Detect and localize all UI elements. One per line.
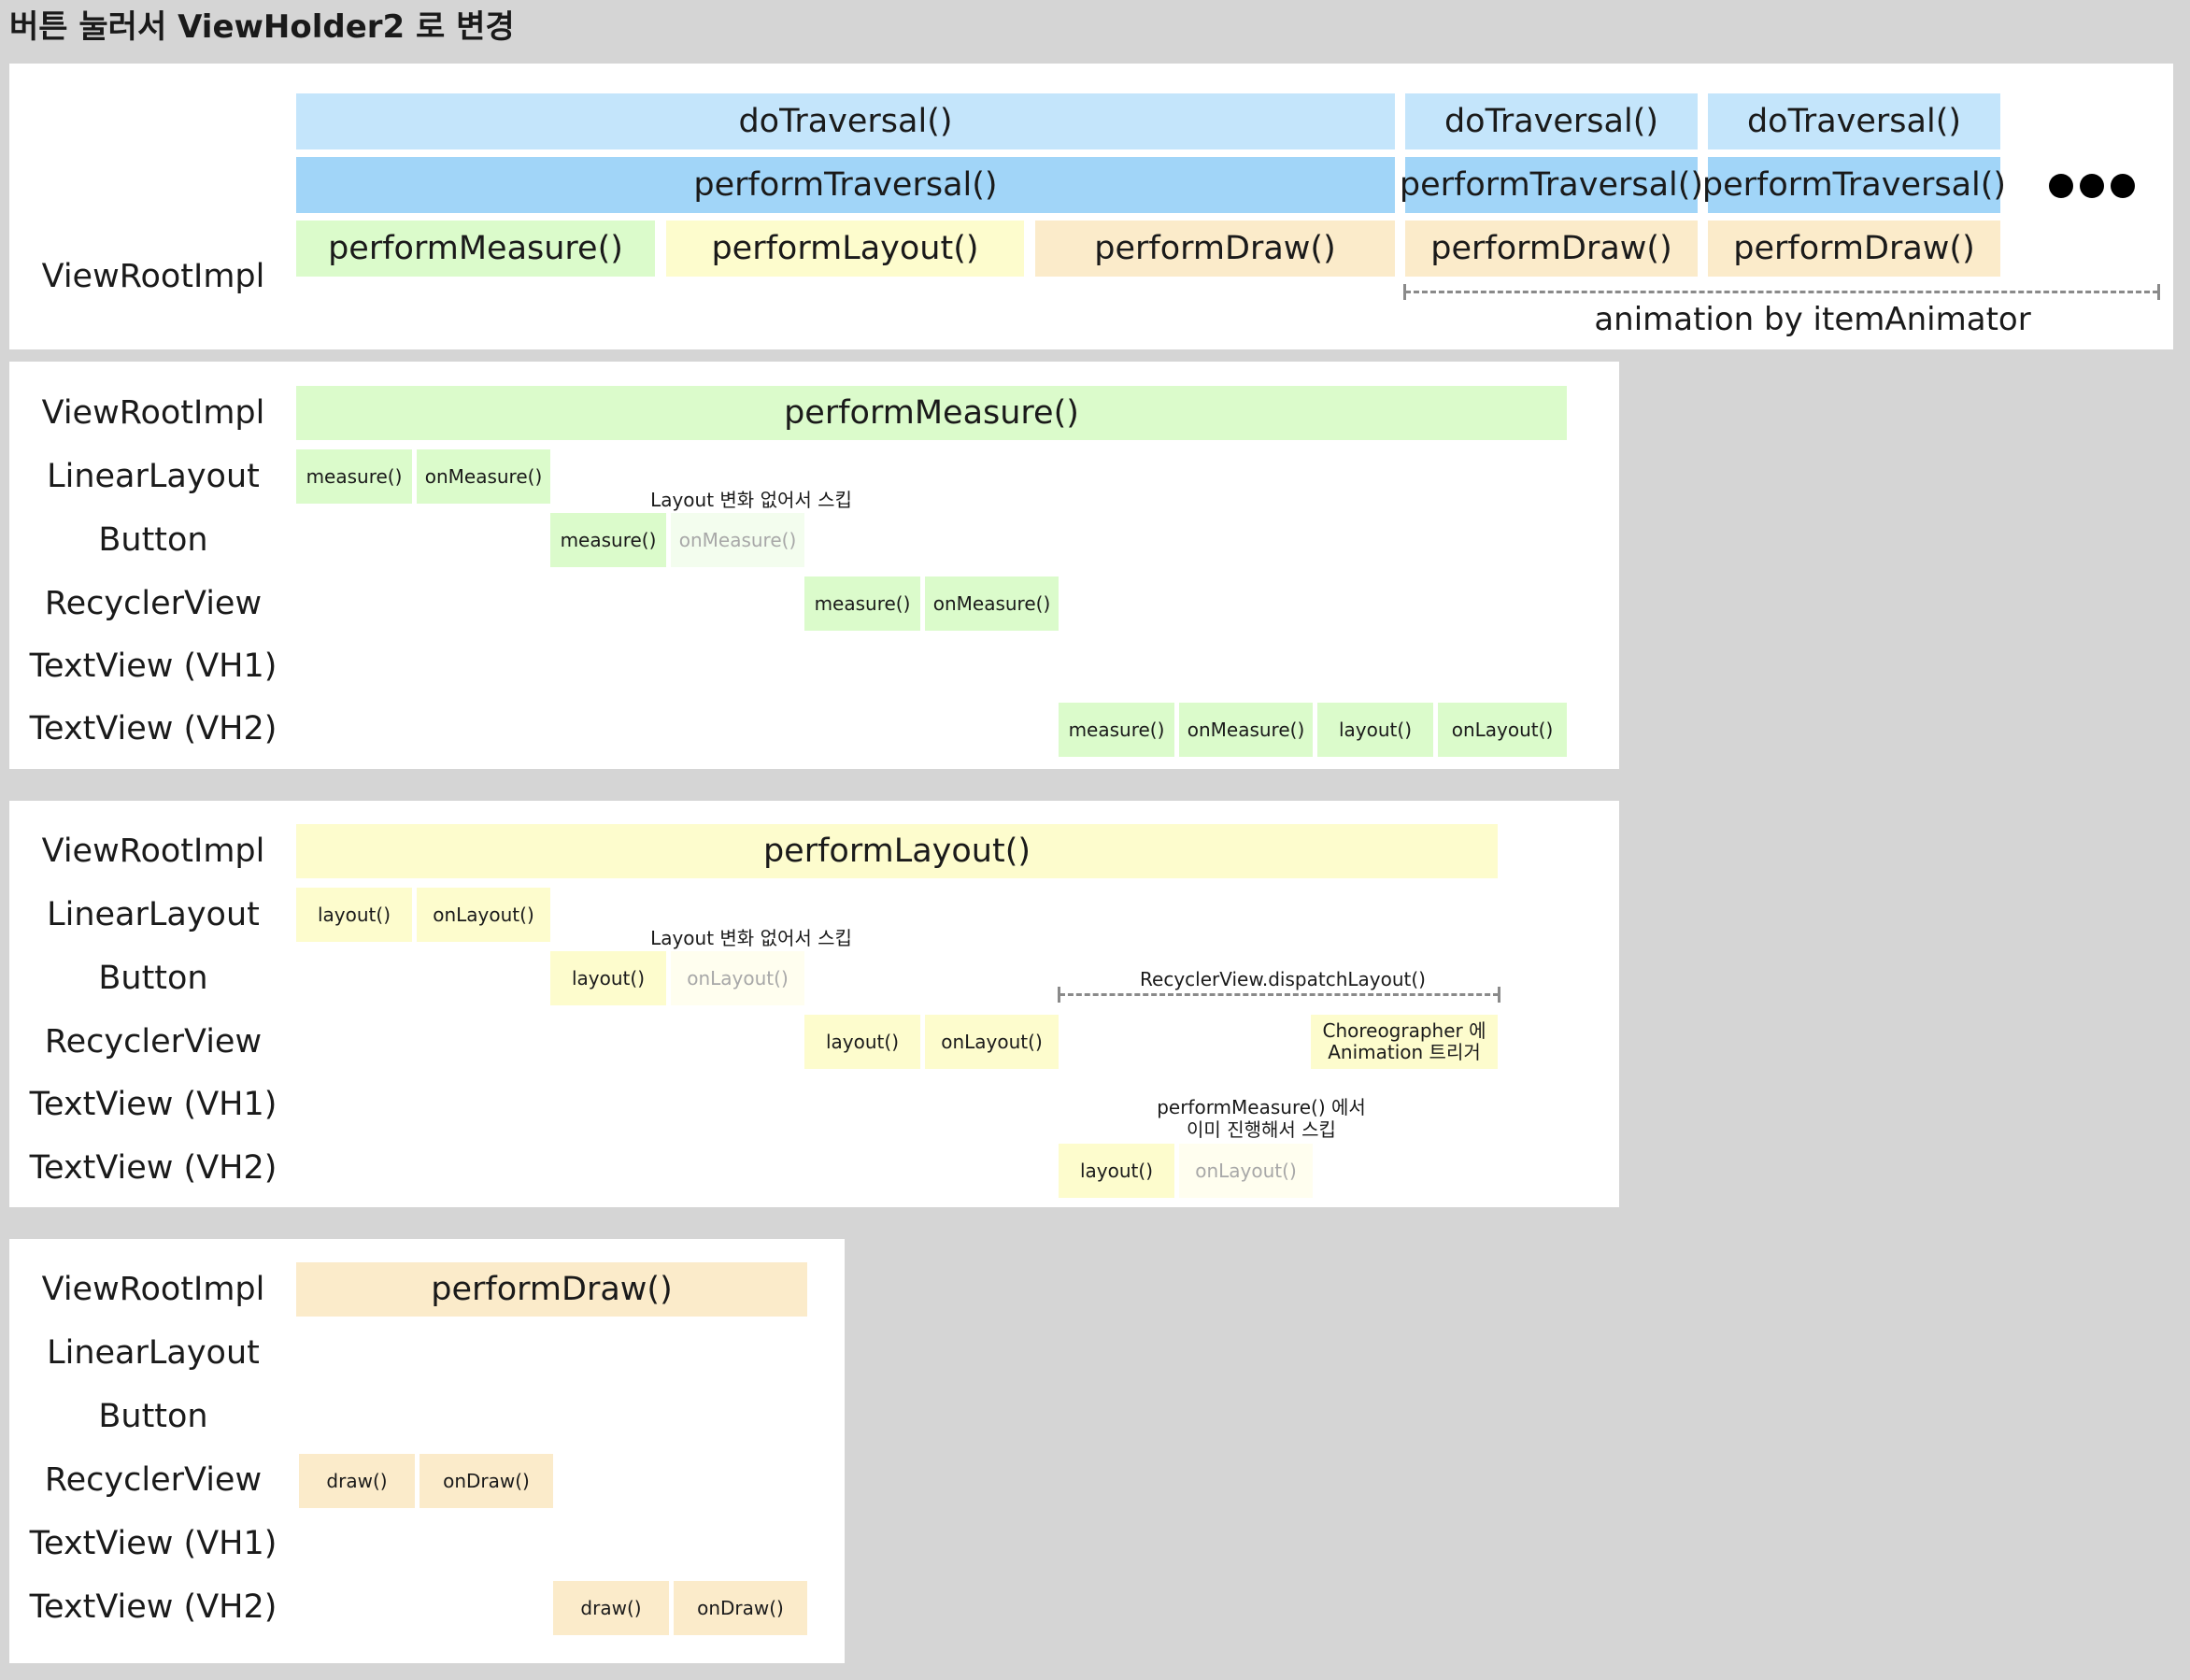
perform-traversal-box: performTraversal() (1400, 157, 1703, 213)
measure-panel: ViewRootImpl LinearLayout Button Recycle… (9, 362, 1619, 769)
perform-draw-box: performDraw() (1708, 221, 2000, 277)
measure-call-box: measure() (804, 577, 920, 631)
vh2-skip-note: performMeasure() 에서 이미 진행해서 스킵 (1084, 1096, 1439, 1141)
measure-call-box: measure() (550, 513, 666, 567)
perform-measure-box: performMeasure() (296, 221, 655, 277)
layout-call-box: layout() (296, 888, 412, 942)
measure-call-box: measure() (1059, 703, 1174, 757)
measure-call-box: measure() (296, 449, 412, 504)
row-label-viewrootimpl: ViewRootImpl (41, 1271, 265, 1308)
on-draw-call-box: onDraw() (420, 1454, 553, 1508)
animation-range-bracket (1403, 284, 2160, 300)
do-traversal-box: doTraversal() (1708, 93, 2000, 149)
on-layout-call-box: onLayout() (1438, 703, 1567, 757)
on-measure-call-box: onMeasure() (417, 449, 550, 504)
skip-note: Layout 변화 없어서 스킵 (650, 927, 852, 949)
perform-measure-header: performMeasure() (296, 386, 1567, 440)
draw-call-box: draw() (299, 1454, 415, 1508)
ellipsis-dots-icon (2049, 174, 2073, 198)
row-label-viewrootimpl: ViewRootImpl (41, 394, 265, 432)
row-label-textview-vh2: TextView (VH2) (29, 1149, 277, 1187)
do-traversal-box: doTraversal() (1405, 93, 1698, 149)
layout-call-box: layout() (1059, 1144, 1174, 1198)
row-label-button: Button (98, 960, 208, 997)
on-layout-call-box: onLayout() (925, 1015, 1059, 1069)
row-label-button: Button (98, 521, 208, 559)
choreographer-trigger-box: Choreographer 에 Animation 트리거 (1311, 1015, 1498, 1069)
on-layout-call-box: onLayout() (417, 888, 550, 942)
do-traversal-box: doTraversal() (296, 93, 1395, 149)
row-label-textview-vh2: TextView (VH2) (29, 710, 277, 747)
layout-call-box: layout() (550, 951, 666, 1005)
dispatch-layout-bracket (1058, 987, 1500, 1003)
draw-panel: ViewRootImpl LinearLayout Button Recycle… (9, 1239, 845, 1663)
row-label-recyclerview: RecyclerView (44, 585, 263, 622)
perform-traversal-box: performTraversal() (296, 157, 1395, 213)
row-label-recyclerview: RecyclerView (44, 1461, 263, 1499)
row-label-textview-vh1: TextView (VH1) (29, 648, 277, 685)
dispatch-layout-note: RecyclerView.dispatchLayout() (1140, 968, 1426, 990)
row-label-linearlayout: LinearLayout (47, 1334, 260, 1372)
row-label-textview-vh1: TextView (VH1) (29, 1086, 277, 1123)
on-layout-skipped-box: onLayout() (1179, 1144, 1313, 1198)
on-layout-skipped-box: onLayout() (671, 951, 804, 1005)
row-label-linearlayout: LinearLayout (47, 896, 260, 933)
layout-call-box: layout() (1317, 703, 1433, 757)
row-label-recyclerview: RecyclerView (44, 1023, 263, 1061)
ellipsis-dots-icon (2111, 174, 2135, 198)
on-measure-call-box: onMeasure() (1179, 703, 1313, 757)
choreographer-line-1: Choreographer 에 (1322, 1019, 1486, 1042)
on-measure-call-box: onMeasure() (925, 577, 1059, 631)
row-label-linearlayout: LinearLayout (47, 458, 260, 495)
page-title: 버튼 눌러서 ViewHolder2 로 변경 (9, 8, 515, 46)
perform-layout-box: performLayout() (666, 221, 1024, 277)
on-draw-call-box: onDraw() (674, 1581, 807, 1635)
row-label-viewrootimpl: ViewRootImpl (41, 833, 265, 870)
perform-draw-header: performDraw() (296, 1262, 807, 1317)
overview-panel: ViewRootImpl doTraversal() doTraversal()… (9, 64, 2173, 349)
draw-call-box: draw() (553, 1581, 669, 1635)
vh2-skip-note-line-2: 이미 진행해서 스킵 (1187, 1118, 1336, 1141)
ellipsis-dots-icon (2080, 174, 2104, 198)
row-label-viewrootimpl: ViewRootImpl (41, 258, 265, 295)
vh2-skip-note-line-1: performMeasure() 에서 (1157, 1096, 1366, 1118)
perform-draw-box: performDraw() (1405, 221, 1698, 277)
on-measure-skipped-box: onMeasure() (671, 513, 804, 567)
row-label-textview-vh1: TextView (VH1) (29, 1525, 277, 1562)
perform-draw-box: performDraw() (1035, 221, 1395, 277)
layout-panel: ViewRootImpl LinearLayout Button Recycle… (9, 801, 1619, 1207)
perform-traversal-box: performTraversal() (1702, 157, 2006, 213)
row-label-textview-vh2: TextView (VH2) (29, 1588, 277, 1626)
skip-note: Layout 변화 없어서 스킵 (650, 489, 852, 511)
layout-call-box: layout() (804, 1015, 920, 1069)
row-label-button: Button (98, 1398, 208, 1435)
perform-layout-header: performLayout() (296, 824, 1498, 878)
choreographer-line-2: Animation 트리거 (1328, 1041, 1481, 1063)
animation-note: animation by itemAnimator (1594, 301, 2031, 338)
